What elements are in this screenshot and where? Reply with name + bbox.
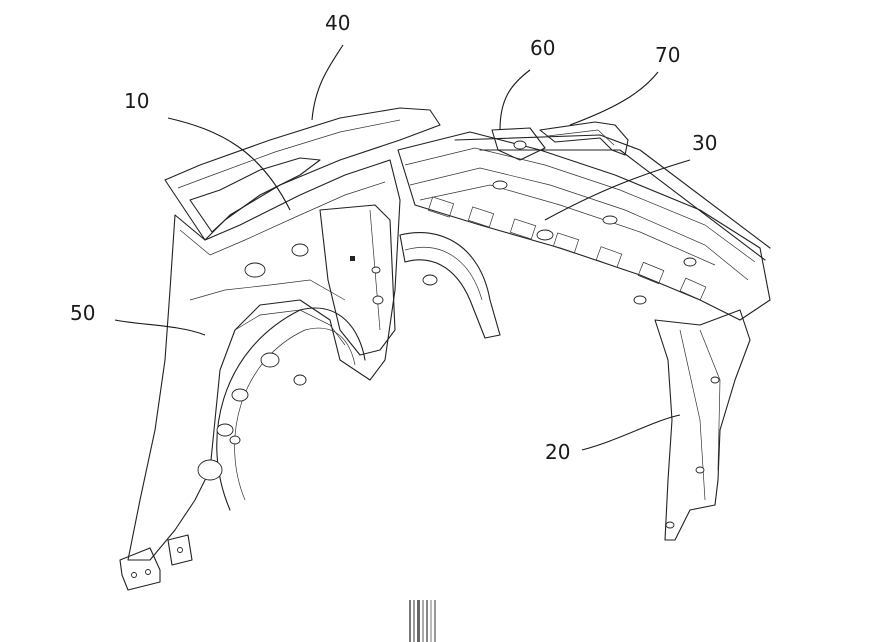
leader-60 <box>499 69 531 131</box>
leader-lines <box>114 44 691 451</box>
right-pillar-20 <box>654 309 751 541</box>
beam-pockets <box>427 180 707 305</box>
gusset-60 <box>491 127 546 161</box>
leader-20 <box>581 414 681 451</box>
label-10: 10 <box>124 89 149 113</box>
rear-cross-member-assembly <box>397 131 771 321</box>
label-50: 50 <box>70 301 95 325</box>
top-bracket-70 <box>539 121 629 156</box>
left-upper-frame-40 <box>164 107 441 241</box>
label-40: 40 <box>325 11 350 35</box>
label-20: 20 <box>545 440 570 464</box>
leader-40 <box>311 44 344 121</box>
center-wheel-well-bracket <box>399 231 501 339</box>
label-70: 70 <box>655 43 680 67</box>
leader-30 <box>544 159 691 221</box>
label-60: 60 <box>530 36 555 60</box>
scan-artifact <box>409 600 436 642</box>
inner-pillar-plate <box>319 204 396 356</box>
left-quarter-inner-10 <box>127 159 401 561</box>
leader-70 <box>569 71 659 126</box>
label-30: 30 <box>692 131 717 155</box>
leader-10 <box>167 117 291 211</box>
reference-numerals: 10 40 60 70 30 50 20 <box>70 11 717 464</box>
left-mounting-feet <box>119 534 193 591</box>
leader-50 <box>114 319 206 336</box>
